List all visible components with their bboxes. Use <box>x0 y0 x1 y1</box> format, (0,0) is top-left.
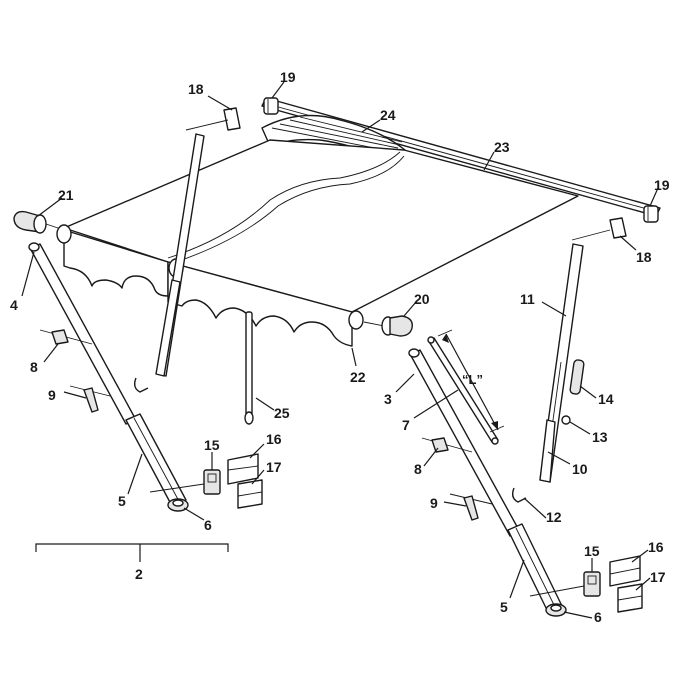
callout-25: 25 <box>274 405 290 421</box>
callout-14: 14 <box>598 391 614 407</box>
pull-rod <box>244 311 254 425</box>
callout-19: 19 <box>280 69 296 85</box>
callout-17: 17 <box>266 459 282 475</box>
foot-left <box>167 498 189 512</box>
callout-9: 9 <box>48 387 56 403</box>
callout-15: 15 <box>204 437 220 453</box>
valance-left <box>63 229 169 297</box>
callout-24: 24 <box>380 107 396 123</box>
callout-16: 16 <box>266 431 282 447</box>
rafter-knob <box>561 415 571 425</box>
valance-right <box>167 261 353 347</box>
callout-8: 8 <box>414 461 422 477</box>
inner-rod-right <box>427 336 499 445</box>
callout-4: 4 <box>10 297 18 313</box>
top-bracket-left <box>185 107 241 131</box>
callout-11: 11 <box>520 291 535 307</box>
callout-8: 8 <box>30 359 38 375</box>
callout-17: 17 <box>650 569 666 585</box>
end-cap-left <box>13 210 59 234</box>
callout-18: 18 <box>188 81 204 97</box>
rail-bracket-left <box>263 97 279 115</box>
callout-18: 18 <box>636 249 652 265</box>
rafter-arm-left <box>155 133 205 377</box>
callout-15: 15 <box>584 543 600 559</box>
callout-13: 13 <box>592 429 608 445</box>
mount-bracket-left <box>149 453 263 509</box>
callout-9: 9 <box>430 495 438 511</box>
clip-left <box>133 377 149 393</box>
dimension-label: “L” <box>462 372 483 387</box>
mount-bracket-right <box>529 555 643 613</box>
leader-lines <box>21 81 659 619</box>
foot-right <box>545 603 567 617</box>
assembly-bracket-2 <box>35 543 229 562</box>
callout-7: 7 <box>402 417 410 433</box>
support-arm-left <box>28 242 187 507</box>
top-bracket-right <box>571 217 627 241</box>
callout-10: 10 <box>572 461 588 477</box>
callout-6: 6 <box>594 609 602 625</box>
arm-knob-right <box>421 437 473 453</box>
lock-lever-right <box>449 493 493 521</box>
lock-lever-left <box>69 385 111 413</box>
clip-right <box>511 487 527 503</box>
callout-5: 5 <box>118 493 126 509</box>
dimension-L: “L” <box>437 329 505 433</box>
callout-19: 19 <box>654 177 670 193</box>
callout-2: 2 <box>135 566 143 582</box>
callout-5: 5 <box>500 599 508 615</box>
rail-bracket-right <box>643 205 659 223</box>
callout-21: 21 <box>58 187 74 203</box>
callout-3: 3 <box>384 391 392 407</box>
support-arm-right <box>408 348 563 613</box>
callout-16: 16 <box>648 539 664 555</box>
callout-12: 12 <box>546 509 562 525</box>
end-cap-right <box>363 315 413 337</box>
callout-22: 22 <box>350 369 366 385</box>
rafter-arm-right <box>539 243 584 483</box>
callouts: 18 19 24 23 21 19 18 4 20 11 22 8 3 7 9 … <box>10 69 670 625</box>
callout-23: 23 <box>494 139 510 155</box>
roller-end-left <box>56 224 72 244</box>
rafter-handle <box>569 359 585 395</box>
arm-knob-left <box>39 329 93 345</box>
callout-6: 6 <box>204 517 212 533</box>
callout-20: 20 <box>414 291 430 307</box>
